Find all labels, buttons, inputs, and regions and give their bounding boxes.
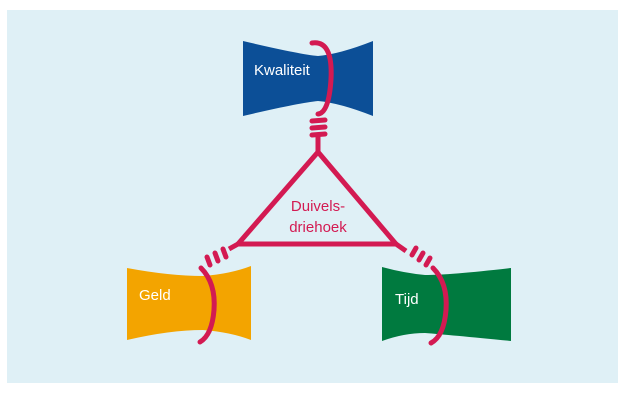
money-node: Geld — [127, 246, 251, 345]
devils-triangle: Duivels- driehoek — [227, 136, 408, 254]
center-label-line2: driehoek — [289, 219, 347, 236]
triangle-left-rope — [227, 241, 240, 252]
money-rope-loop — [197, 265, 217, 345]
money-box — [127, 266, 251, 340]
quality-node: Kwaliteit — [243, 40, 373, 138]
money-rope-links — [204, 246, 229, 268]
quality-rope-loop — [309, 40, 334, 117]
money-label: Geld — [139, 287, 171, 304]
time-rope-loop — [428, 265, 449, 346]
time-rope-links — [409, 245, 433, 268]
time-node: Tijd — [382, 245, 511, 346]
time-label: Tijd — [395, 291, 419, 308]
triangle-right-rope — [394, 241, 408, 254]
quality-rope-links — [309, 117, 328, 138]
triangle-outline — [232, 148, 402, 247]
quality-box — [243, 41, 373, 116]
quality-label: Kwaliteit — [254, 62, 311, 79]
center-label-line1: Duivels- — [291, 198, 345, 215]
